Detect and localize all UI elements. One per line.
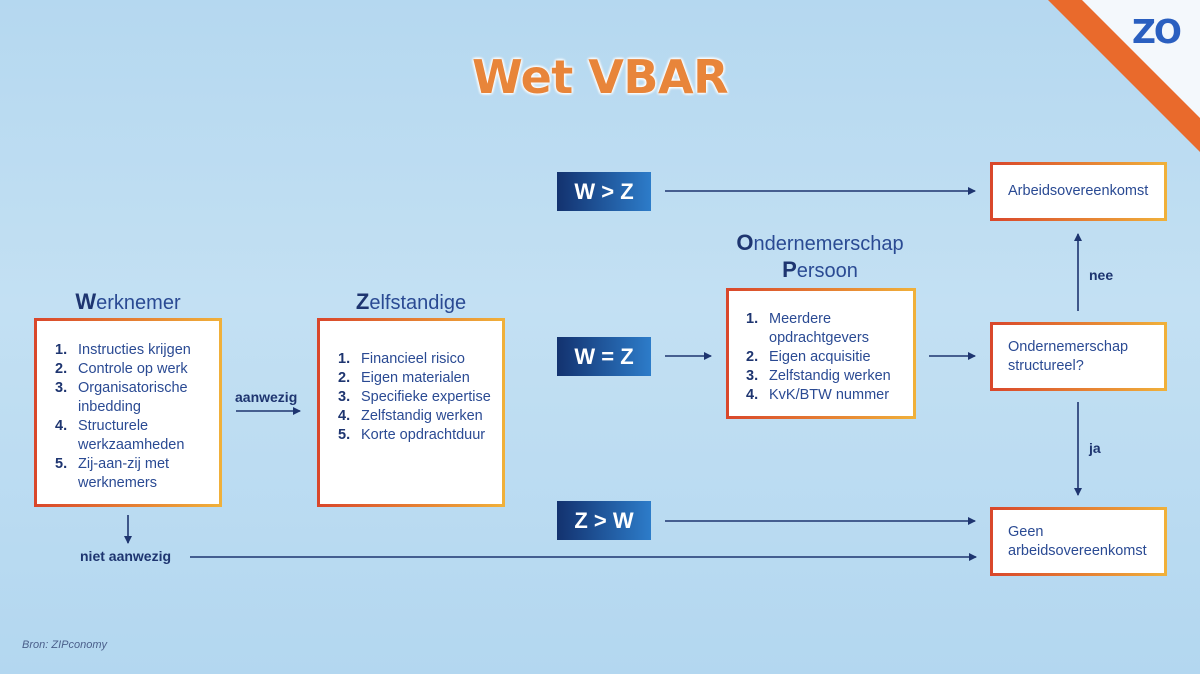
zo-logo: ZO xyxy=(1132,12,1182,51)
list-item: 1.Financieel risico xyxy=(338,351,465,367)
ja-label: ja xyxy=(1089,440,1101,456)
list-item: 3.Zelfstandig werken xyxy=(746,368,891,384)
arbeidsovereenkomst-label: Arbeidsovereenkomst xyxy=(1008,183,1149,199)
zelfstandige-criteria-list: 1.Financieel risico 2.Eigen materialen 3… xyxy=(320,321,502,445)
arbeidsovereenkomst-box: Arbeidsovereenkomst xyxy=(990,162,1167,221)
ondernemerschap-persoon-box: 1.Meerdere opdrachtgevers 2.Eigen acquis… xyxy=(726,288,916,419)
zelfstandige-heading: Zelfstandige xyxy=(355,289,467,314)
list-item: 4.KvK/BTW nummer xyxy=(746,387,890,403)
list-item: 3.Organisatorische inbedding xyxy=(55,380,188,415)
ondernemerschap-persoon-heading: Ondernemerschap Persoon xyxy=(736,230,904,282)
list-item: 1.Meerdere opdrachtgevers xyxy=(746,311,869,346)
ondernemerschap-criteria-list: 1.Meerdere opdrachtgevers 2.Eigen acquis… xyxy=(729,291,913,405)
list-item: 3.Specifieke expertise xyxy=(338,389,491,405)
aanwezig-label: aanwezig xyxy=(235,389,298,405)
comparison-w-greater-z: W > Z xyxy=(557,172,651,211)
list-item: 1.Instructies krijgen xyxy=(55,342,191,358)
werknemer-criteria-list: 1.Instructies krijgen 2.Controle op werk… xyxy=(37,321,219,493)
list-item: 5.Zij-aan-zij met werknemers xyxy=(55,456,170,491)
comparison-w-equals-z: W = Z xyxy=(557,337,651,376)
comparison-z-greater-w: Z > W xyxy=(557,501,651,540)
list-item: 5.Korte opdrachtduur xyxy=(338,427,486,443)
structureel-question-label: Ondernemerschap structureel? xyxy=(1008,338,1129,374)
list-item: 2.Eigen materialen xyxy=(338,370,470,386)
zelfstandige-box: 1.Financieel risico 2.Eigen materialen 3… xyxy=(317,318,505,507)
geen-arbeidsovereenkomst-label: Geen arbeidsovereenkomst xyxy=(1008,523,1147,559)
nee-label: nee xyxy=(1089,267,1114,283)
werknemer-heading: Werknemer xyxy=(75,289,181,314)
page-title: Wet VBAR xyxy=(472,50,729,104)
geen-arbeidsovereenkomst-box: Geen arbeidsovereenkomst xyxy=(990,507,1167,576)
niet-aanwezig-label: niet aanwezig xyxy=(80,548,172,564)
source-note: Bron: ZIPconomy xyxy=(22,639,107,651)
list-item: 2.Controle op werk xyxy=(55,361,188,377)
list-item: 2.Eigen acquisitie xyxy=(746,349,871,365)
list-item: 4.Zelfstandig werken xyxy=(338,408,483,424)
list-item: 4.Structurele werkzaamheden xyxy=(55,418,185,453)
structureel-question-box: Ondernemerschap structureel? xyxy=(990,322,1167,391)
werknemer-box: 1.Instructies krijgen 2.Controle op werk… xyxy=(34,318,222,507)
